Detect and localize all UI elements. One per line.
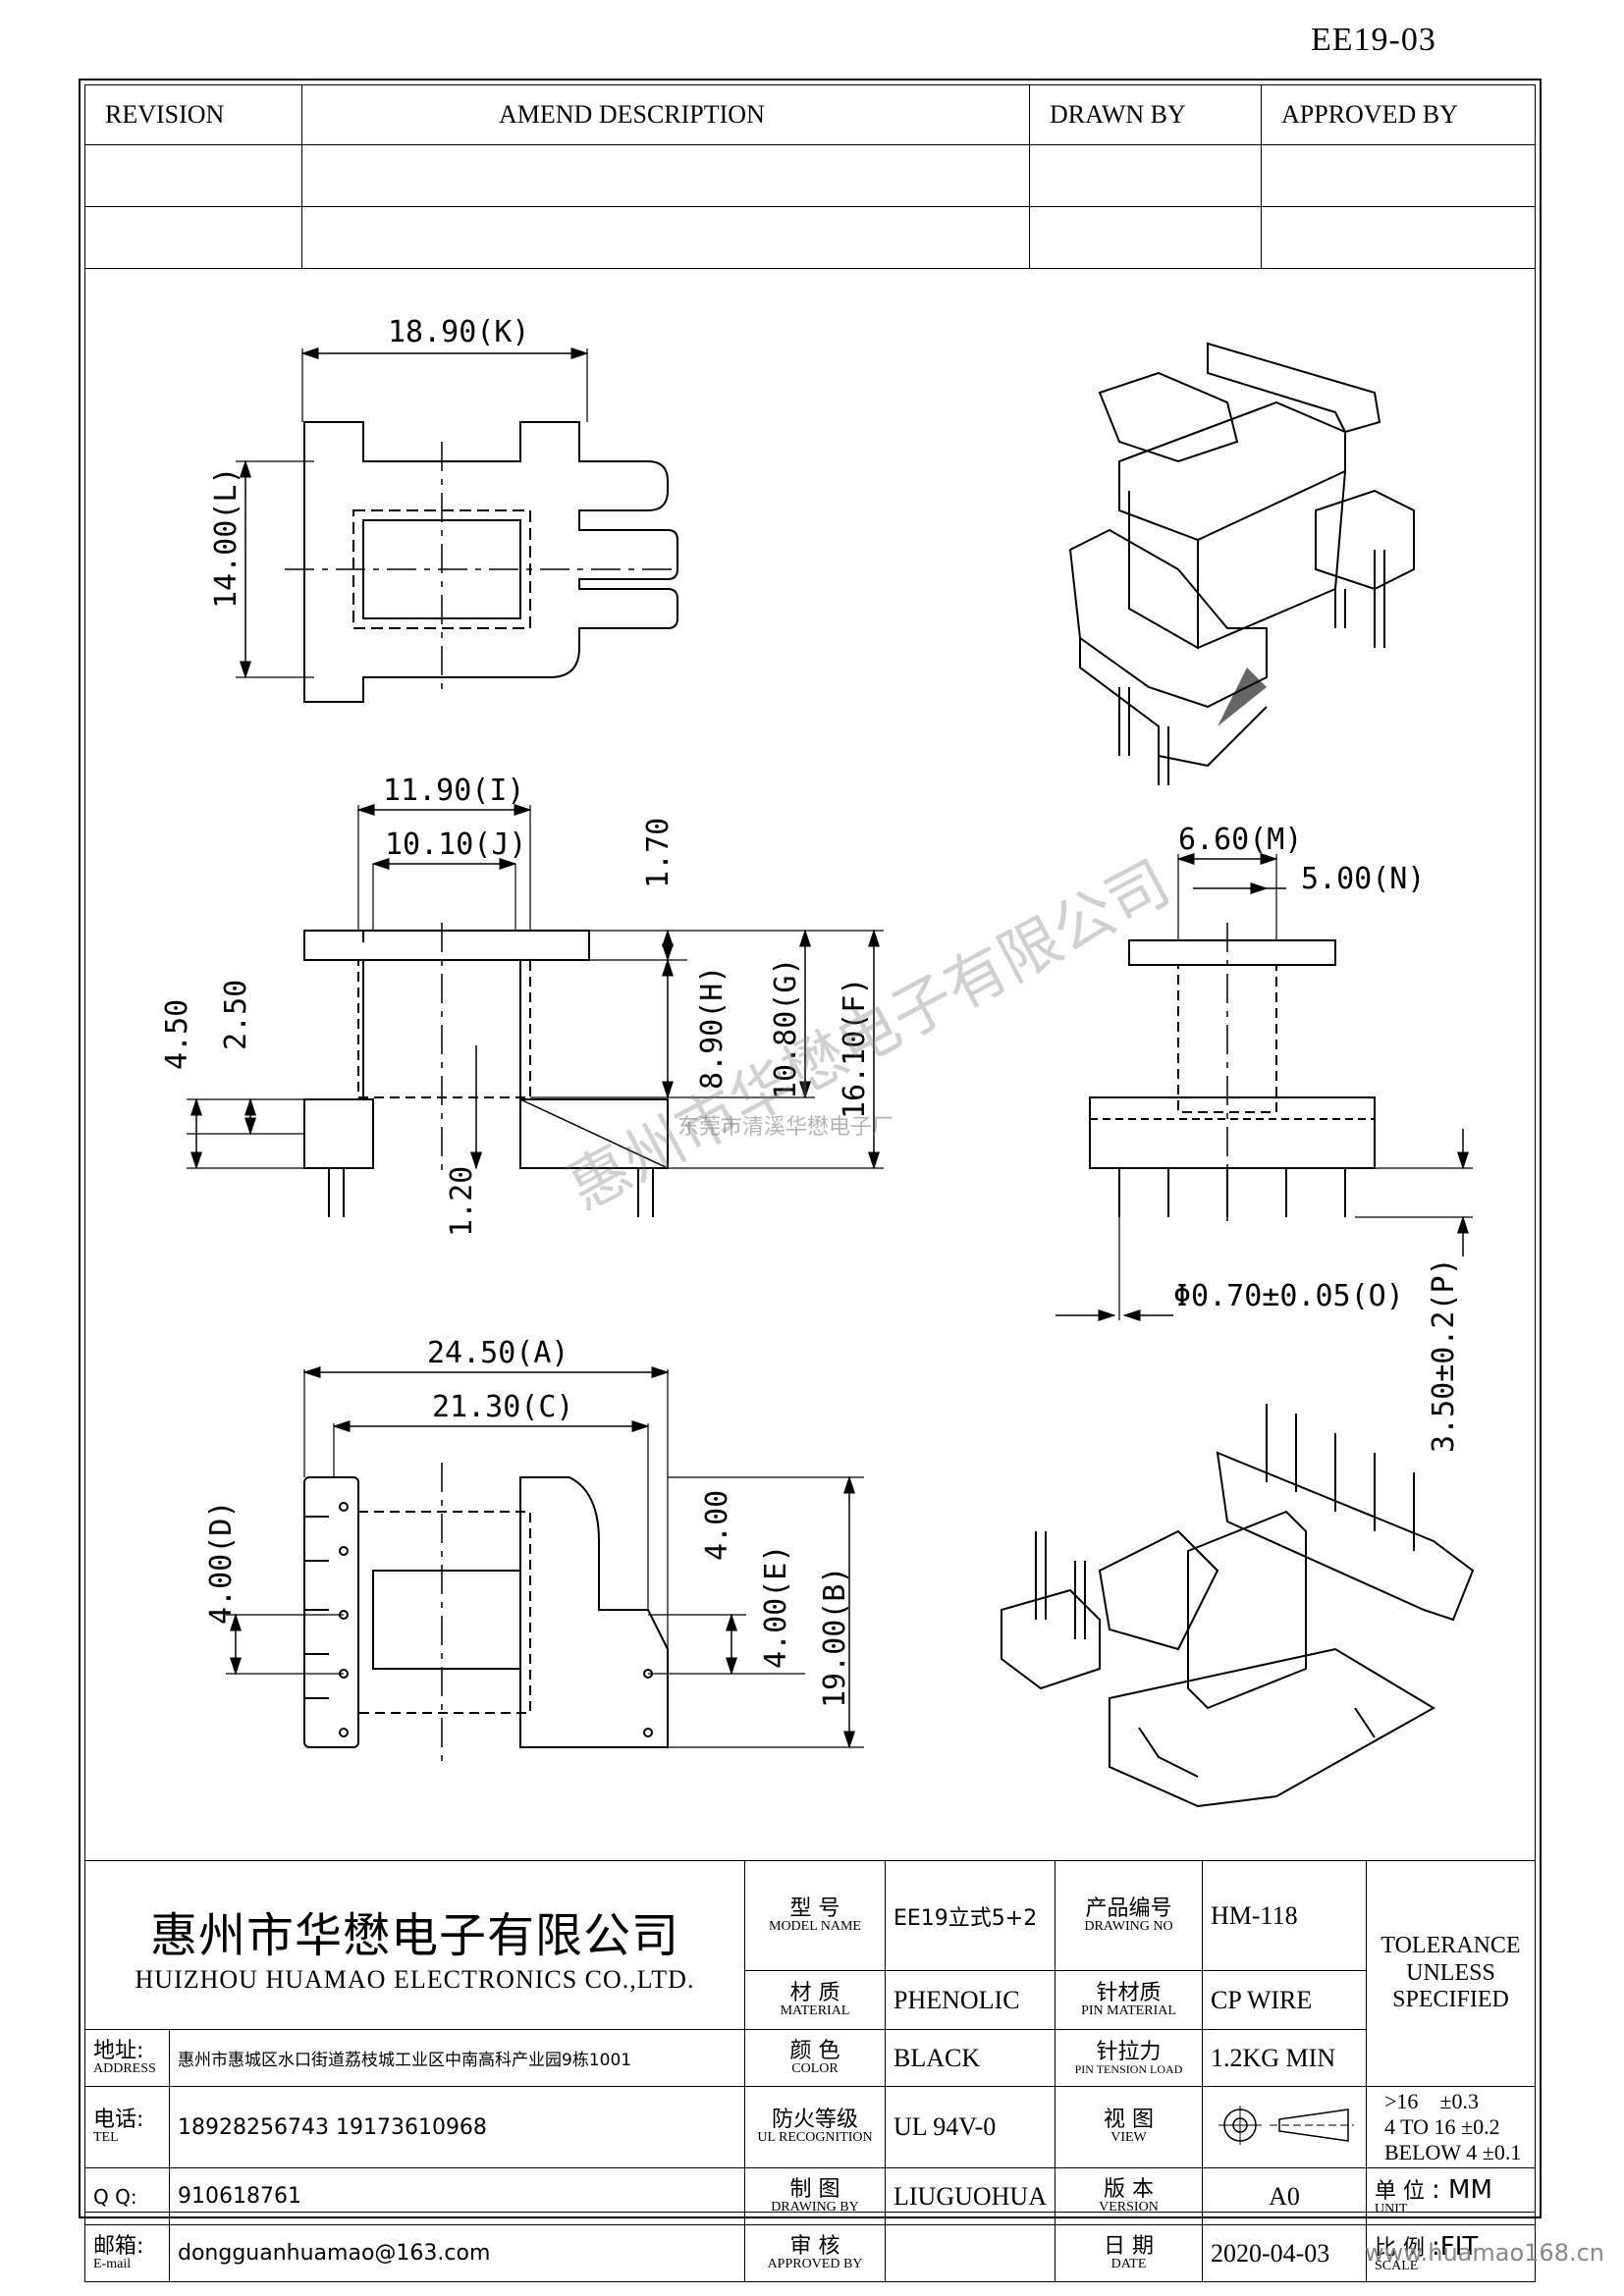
unit-label-en: UNIT	[1374, 2201, 1408, 2216]
unit-label-cn: 单 位	[1374, 2178, 1425, 2204]
tol-2-range: 4 TO 16	[1383, 2114, 1456, 2139]
dim-n: 5.00(N)	[1301, 862, 1425, 896]
dim-m: 6.60(M)	[1178, 823, 1302, 857]
email-label: 邮箱:E-mail	[84, 2224, 170, 2282]
amend-cell	[301, 206, 1030, 269]
side-view	[1056, 853, 1473, 1321]
company-name-cn: 惠州市华懋电子有限公司	[149, 1907, 679, 1963]
dim-l: 14.00(L)	[209, 467, 244, 610]
dim-e-top: 4.00	[700, 1490, 734, 1561]
drawn-cell	[1029, 206, 1262, 269]
scale-cell: 比 例 :FIT SCALE	[1365, 2224, 1537, 2282]
dim-left-a: 4.50	[160, 999, 194, 1070]
top-view	[236, 347, 678, 703]
revision-table: REVISION AMEND DESCRIPTION DRAWN BY APPR…	[84, 84, 1536, 269]
tolerance-rows: >16 ±0.3 4 TO 16 ±0.2 BELOW 4 ±0.1	[1365, 2086, 1537, 2168]
dim-d: 4.00(D)	[204, 1501, 239, 1625]
pin-tension-value: 1.2KG MIN	[1201, 2029, 1367, 2087]
scale-label-cn: 比 例	[1374, 2235, 1425, 2261]
view-symbol	[1201, 2086, 1367, 2168]
unit-value: : MM	[1431, 2174, 1492, 2205]
title-block: 惠州市华懋电子有限公司 HUIZHOU HUAMAO ELECTRONICS C…	[84, 1860, 1537, 2282]
watermark-sub: 东莞市清溪华懋电子厂	[677, 1115, 894, 1140]
material-value: PHENOLIC	[885, 1970, 1056, 2030]
dim-top-flange: 1.70	[641, 818, 676, 888]
scale-value: :FIT	[1431, 2231, 1479, 2262]
tol-3-range: BELOW 4	[1383, 2140, 1478, 2164]
dim-o: Φ0.70±0.05(O)	[1173, 1279, 1404, 1313]
tel-value: 18928256743 19173610968	[169, 2086, 745, 2168]
dim-f: 16.10(F)	[838, 978, 872, 1120]
tolerance-title: TOLERANCE UNLESS SPECIFIED	[1365, 1860, 1537, 2087]
approved-cell	[1261, 206, 1536, 269]
color-value: BLACK	[885, 2029, 1056, 2087]
dim-a: 24.50(A)	[427, 1336, 569, 1370]
company-name-en: HUIZHOU HUAMAO ELECTRONICS CO.,LTD.	[135, 1964, 695, 1994]
dim-k: 18.90(K)	[388, 315, 530, 349]
pin-material-value: CP WIRE	[1201, 1970, 1367, 2030]
tol-3-value: ±0.1	[1482, 2140, 1522, 2164]
drawing-no-value: HM-118	[1201, 1860, 1367, 1971]
dim-j: 10.10(J)	[385, 828, 527, 862]
tol-1-value: ±0.3	[1439, 2089, 1479, 2113]
version-value: A0	[1201, 2167, 1367, 2225]
approved-value	[885, 2224, 1056, 2282]
dim-c: 21.30(C)	[432, 1390, 574, 1424]
dim-i: 11.90(I)	[383, 774, 525, 808]
dim-b: 19.00(B)	[818, 1567, 852, 1709]
qq-value: 910618761	[169, 2167, 745, 2225]
dim-left-b: 2.50	[219, 980, 253, 1050]
date-value: 2020-04-03	[1201, 2224, 1367, 2282]
address-value: 惠州市惠城区水口街道荔枝城工业区中南高科产业园9栋1001	[169, 2029, 745, 2087]
qq-label: Q Q:	[84, 2167, 170, 2225]
dim-e: 4.00(E)	[759, 1545, 793, 1669]
isometric-view-bottom	[1001, 1404, 1475, 1808]
revision-cell	[84, 144, 302, 207]
approved-by-header: APPROVED BY	[1261, 84, 1536, 145]
company-cell: 惠州市华懋电子有限公司 HUIZHOU HUAMAO ELECTRONICS C…	[84, 1860, 745, 2030]
tol-2-value: ±0.2	[1461, 2114, 1500, 2139]
drawing-by-value: LIUGUOHUA	[885, 2167, 1056, 2225]
dim-h: 8.90(H)	[695, 966, 730, 1090]
dim-p: 3.50±0.2(P)	[1427, 1257, 1461, 1453]
model-value: EE19立式5+2	[885, 1860, 1056, 1971]
address-label: 地址:ADDRESS	[84, 2029, 170, 2087]
bottom-view	[226, 1366, 864, 1767]
tol-1-range: >16	[1383, 2089, 1419, 2113]
email-value: dongguanhuamao@163.com	[169, 2224, 745, 2282]
drawn-by-header: DRAWN BY	[1029, 84, 1262, 145]
drawn-cell	[1029, 144, 1262, 207]
isometric-view-top	[1068, 342, 1415, 785]
ul-value: UL 94V-0	[885, 2086, 1056, 2168]
dim-bottom: 1.20	[445, 1166, 479, 1237]
dim-g: 10.80(G)	[769, 958, 803, 1100]
scale-label-en: SCALE	[1374, 2258, 1419, 2273]
revision-cell	[84, 206, 302, 269]
footer-url: www.huamao168.cn	[1364, 2239, 1604, 2267]
revision-header: REVISION	[84, 84, 302, 145]
technical-drawing: 18.90(K) 14.00(L) 11.90(I) 10.10(J) 1.70…	[160, 315, 1475, 1808]
front-view	[187, 804, 884, 1217]
unit-cell: 单 位 : MM UNIT	[1365, 2167, 1537, 2225]
tel-label: 电话:TEL	[84, 2086, 170, 2168]
document-code: EE19-03	[1311, 22, 1436, 58]
approved-cell	[1261, 144, 1536, 207]
projection-icon	[1218, 2105, 1354, 2145]
